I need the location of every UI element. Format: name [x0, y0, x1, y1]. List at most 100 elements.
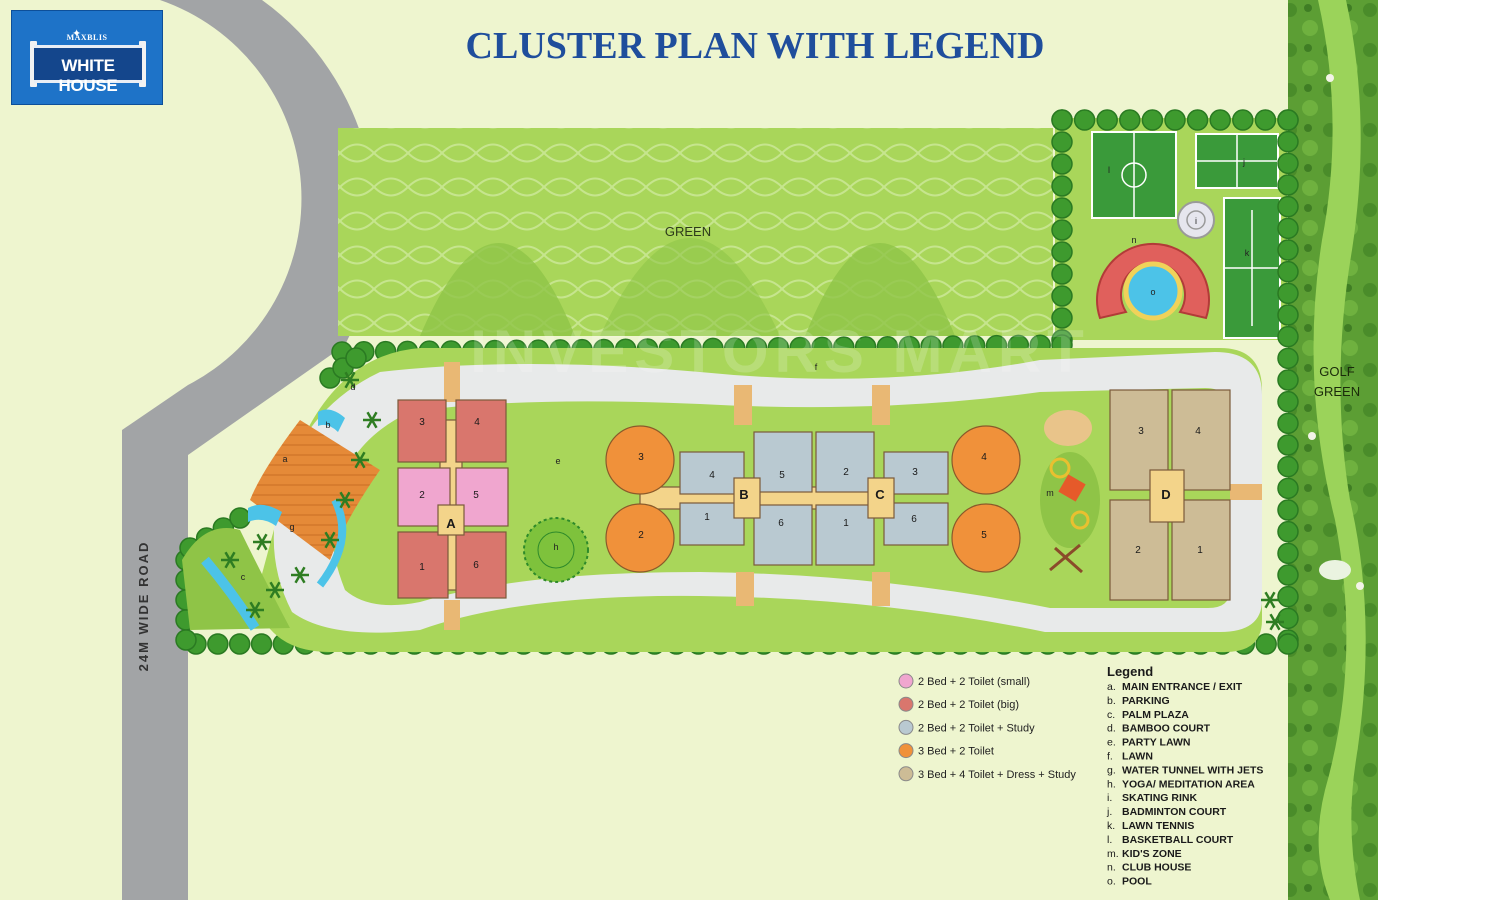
legend-key: k.	[1107, 820, 1115, 832]
legend-key: d.	[1107, 723, 1116, 735]
legend-key: l.	[1107, 834, 1112, 846]
palm-tree-icon	[253, 533, 271, 551]
unit-number: 4	[981, 452, 987, 463]
legend-item-label: BAMBOO COURT	[1122, 723, 1211, 735]
hedge-shrub	[345, 347, 367, 369]
hedge-shrub	[1277, 325, 1299, 348]
hedge-shrub	[1051, 197, 1073, 219]
hedge-shrub	[1051, 219, 1073, 241]
unit-type-swatch	[898, 719, 914, 735]
unit-number: 6	[911, 514, 917, 525]
legend-item-label: LAWN	[1122, 751, 1153, 763]
hedge-shrub	[1277, 434, 1299, 456]
hedge-shrub	[1277, 195, 1299, 218]
tower-label: D	[1161, 487, 1170, 502]
hedge-shrub	[175, 629, 197, 651]
hedge-shrub	[1277, 412, 1299, 435]
palm-plaza	[182, 528, 290, 630]
hedge-shrub	[1277, 520, 1299, 543]
unit-number: 5	[473, 490, 479, 501]
hedge-shrub	[1277, 542, 1299, 565]
unit-type-label: 3 Bed + 2 Toilet	[918, 746, 994, 758]
unit-number: 1	[843, 518, 849, 529]
legend-key: m.	[1107, 848, 1119, 860]
unit-type-swatch	[898, 743, 914, 759]
unit-number: 5	[981, 530, 987, 541]
amenity-marker: h	[553, 542, 558, 552]
unit-number: 1	[704, 512, 710, 523]
page-title: CLUSTER PLAN WITH LEGEND	[466, 25, 1045, 67]
hedge-shrub	[1073, 109, 1096, 131]
logo-plaque: WHITE HOUSE	[34, 45, 142, 95]
hedge-shrub	[1209, 109, 1231, 131]
unit-number: 2	[419, 490, 425, 501]
palm-tree-icon	[363, 411, 381, 429]
unit-number: 1	[1197, 545, 1203, 556]
hedge-shrub	[1277, 499, 1299, 521]
hedge-shrub	[1277, 174, 1299, 196]
right-margin	[1378, 0, 1500, 900]
unit-number: 2	[1135, 545, 1141, 556]
unit-number: 4	[474, 417, 480, 428]
hedge-shrub	[207, 633, 229, 655]
hedge-shrub	[1277, 239, 1299, 261]
palm-tree-icon	[246, 601, 264, 619]
legend-key: b.	[1107, 695, 1116, 707]
legend-item-label: BADMINTON COURT	[1122, 806, 1227, 818]
palm-tree-icon	[266, 581, 284, 599]
hedge-shrub	[1277, 152, 1299, 175]
road-label: 24M WIDE ROAD	[136, 541, 151, 672]
unit-number: 6	[778, 518, 784, 529]
hedge-shrub	[1051, 153, 1073, 175]
legend-item-label: CLUB HOUSE	[1122, 862, 1191, 874]
hedge-shrub	[1119, 109, 1141, 131]
legend-key: h.	[1107, 778, 1116, 790]
hedge-shrub	[1277, 564, 1299, 586]
golf-hole-marker	[1326, 74, 1334, 82]
unit-number: 4	[1195, 426, 1201, 437]
logo-brand: MAXBLIS	[66, 33, 108, 42]
logo-name: WHITE HOUSE	[58, 56, 118, 95]
unit-number: 1	[419, 562, 425, 573]
golf-hole-marker	[1356, 582, 1364, 590]
hedge-shrub	[1277, 347, 1299, 370]
tower-label: B	[739, 487, 748, 502]
hedge-shrub	[1277, 455, 1299, 478]
hedge-shrub	[1277, 633, 1299, 655]
golf-hole-marker	[1308, 432, 1316, 440]
legend-key: o.	[1107, 876, 1116, 888]
hedge-shrub	[1277, 585, 1299, 608]
hedge-shrub	[1164, 109, 1186, 131]
amenity-marker: d	[350, 382, 355, 392]
sand-pit	[1044, 410, 1092, 446]
hedge-shrub	[250, 633, 273, 655]
hedge-shrub	[1277, 369, 1299, 391]
yoga-area	[523, 517, 589, 583]
legend-item-label: POOL	[1122, 876, 1152, 888]
legend-key: c.	[1107, 709, 1115, 721]
tower-label: C	[875, 487, 885, 502]
hedge-shrub	[228, 633, 251, 655]
amenity-marker: j	[1242, 157, 1245, 167]
legend-item-label: SKATING RINK	[1122, 792, 1197, 804]
hedge-shrub	[1232, 109, 1254, 131]
pool	[1123, 261, 1183, 321]
pillar-icon	[139, 41, 146, 87]
unit-number: 2	[843, 467, 849, 478]
hedge-shrub	[1051, 241, 1073, 263]
palm-tree-icon	[1266, 613, 1284, 631]
hedge-shrub	[1277, 109, 1299, 131]
amenity-marker: i	[1195, 216, 1197, 226]
internal-road	[273, 352, 1262, 633]
entrance-deck	[250, 420, 380, 560]
hedge-shrub	[1254, 109, 1277, 131]
unit-type-label: 3 Bed + 4 Toilet + Dress + Study	[918, 769, 1076, 781]
unit-type-swatch	[898, 766, 914, 782]
amenity-marker: b	[325, 420, 330, 430]
amenity-marker: g	[289, 522, 294, 532]
legend-key: j.	[1106, 806, 1112, 818]
